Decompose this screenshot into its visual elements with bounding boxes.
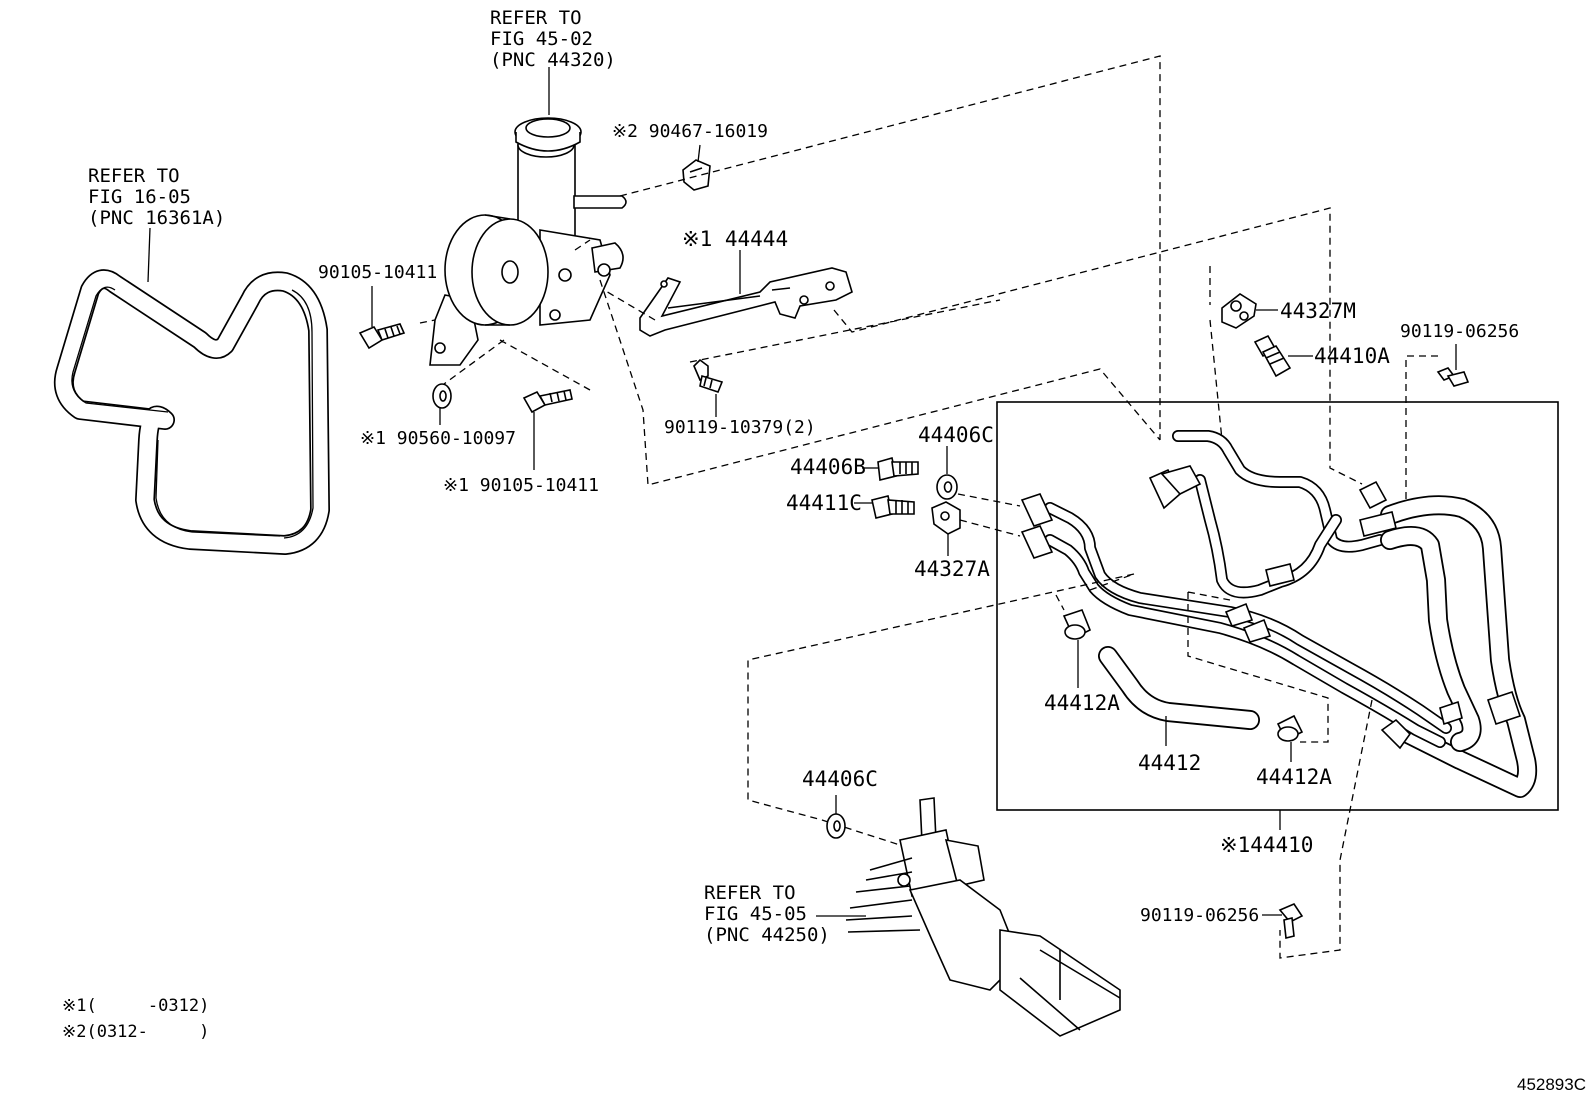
ref-pump: REFER TO FIG 45-02 (PNC 44320) bbox=[490, 7, 616, 71]
hose-44412[interactable] bbox=[1098, 646, 1260, 730]
label-44412: 44412 bbox=[1138, 751, 1201, 775]
clamp-44327a[interactable] bbox=[931, 501, 961, 535]
bolt-90119-06256-top[interactable] bbox=[1436, 367, 1470, 387]
label-44412a-right: 44412A bbox=[1256, 765, 1332, 789]
label-44327m: 44327M bbox=[1280, 299, 1356, 323]
gasket-44406c-bottom[interactable] bbox=[826, 813, 846, 839]
note-1: ※1( -0312) bbox=[62, 996, 209, 1016]
label-44410a: 44410A bbox=[1314, 344, 1390, 368]
clip-44412a-left[interactable] bbox=[1062, 609, 1092, 640]
ref-gear-line1: REFER TO bbox=[704, 882, 796, 904]
bolt-90119-06256-bottom[interactable] bbox=[1278, 903, 1304, 939]
pump-bracket-44444[interactable] bbox=[639, 267, 853, 337]
bolt-90105-top[interactable] bbox=[358, 323, 406, 350]
ref-pump-line3: (PNC 44320) bbox=[490, 49, 616, 71]
leader-dashes-pump bbox=[419, 55, 1363, 486]
pressure-hose-assembly[interactable] bbox=[1020, 430, 1538, 798]
ref-belt-line2: FIG 16-05 bbox=[88, 186, 191, 208]
ref-pump-line1: REFER TO bbox=[490, 7, 582, 29]
clip-44412a-right[interactable] bbox=[1276, 714, 1304, 742]
note-2: ※2(0312- ) bbox=[62, 1022, 209, 1042]
ref-belt: REFER TO FIG 16-05 (PNC 16361A) bbox=[88, 165, 225, 229]
label-90467-16019: ※2 90467-16019 bbox=[612, 121, 768, 142]
label-44406b: 44406B bbox=[790, 455, 866, 479]
ref-pump-line2: FIG 45-02 bbox=[490, 28, 593, 50]
label-44444: ※1 44444 bbox=[682, 227, 788, 251]
ref-belt-line1: REFER TO bbox=[88, 165, 180, 187]
union-bolt-44411c[interactable] bbox=[871, 495, 915, 519]
label-90119-06256-bottom: 90119-06256 bbox=[1140, 905, 1259, 926]
label-44406c-top: 44406C bbox=[918, 423, 994, 447]
ref-gear: REFER TO FIG 45-05 (PNC 44250) bbox=[704, 882, 830, 946]
hose-assembly-box bbox=[996, 401, 1559, 811]
bolt-90105-bottom[interactable] bbox=[522, 389, 573, 414]
washer-90560[interactable] bbox=[432, 383, 452, 409]
bolt-90119-10379[interactable] bbox=[693, 358, 724, 393]
label-90119-10379: 90119-10379(2) bbox=[664, 417, 816, 438]
ref-gear-line2: FIG 45-05 bbox=[704, 903, 807, 925]
diagram-id: 452893C bbox=[1517, 1075, 1586, 1094]
power-steering-pump[interactable] bbox=[429, 117, 627, 366]
ref-belt-line3: (PNC 16361A) bbox=[88, 207, 225, 229]
label-90105-10411-top: 90105-10411 bbox=[318, 262, 437, 283]
steering-gear[interactable] bbox=[845, 797, 1121, 1037]
drive-belt[interactable] bbox=[53, 269, 330, 555]
hose-clip-90467[interactable] bbox=[682, 159, 711, 191]
label-44412a-left: 44412A bbox=[1044, 691, 1120, 715]
label-90119-06256-top: 90119-06256 bbox=[1400, 321, 1519, 342]
union-bolt-44406b[interactable] bbox=[877, 456, 919, 481]
label-44411c: 44411C bbox=[786, 491, 862, 515]
label-44410: ※144410 bbox=[1220, 833, 1313, 857]
gasket-44406c-top[interactable] bbox=[936, 474, 958, 500]
label-90560-10097: ※1 90560-10097 bbox=[360, 428, 516, 449]
clamp-44327m[interactable] bbox=[1221, 293, 1257, 329]
ref-gear-line3: (PNC 44250) bbox=[704, 924, 830, 946]
belt-leader bbox=[147, 227, 151, 283]
label-44406c-bottom: 44406C bbox=[802, 767, 878, 791]
label-90105-10411-bottom: ※1 90105-10411 bbox=[443, 475, 599, 496]
label-44327a: 44327A bbox=[914, 557, 990, 581]
union-bolt-44410a[interactable] bbox=[1253, 334, 1292, 378]
